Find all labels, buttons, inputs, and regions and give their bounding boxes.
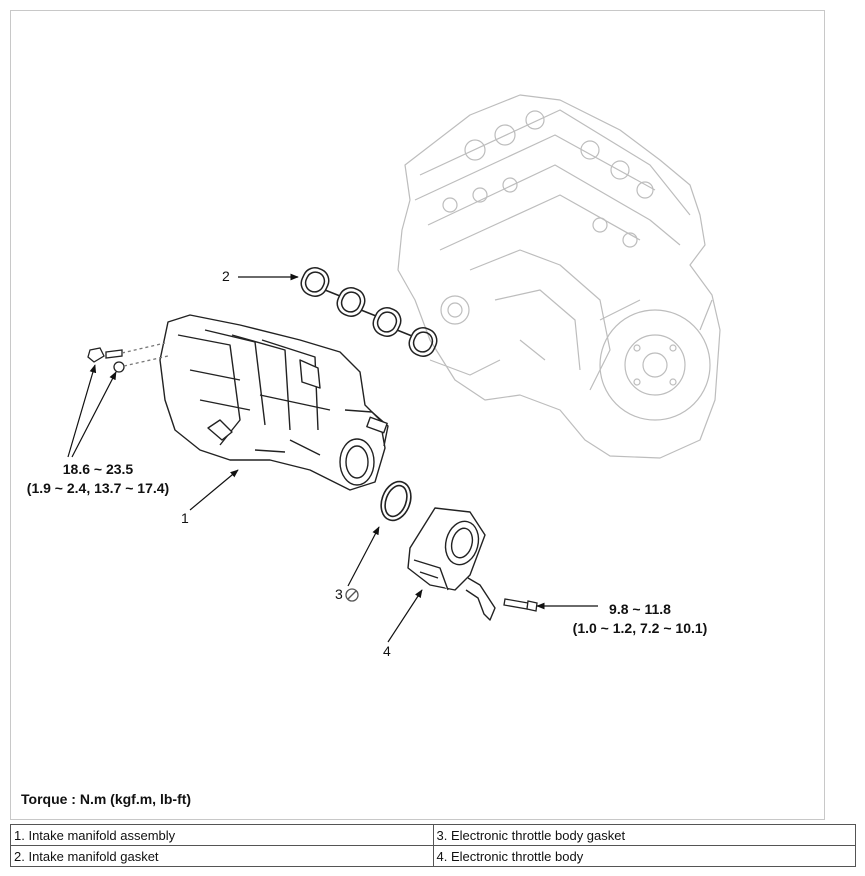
manifold-bolt — [87, 342, 166, 363]
do-not-reuse-icon — [345, 588, 359, 602]
legend-cell: 1. Intake manifold assembly — [10, 824, 434, 846]
callout-1: 1 — [181, 510, 189, 526]
legend-cell: 2. Intake manifold gasket — [10, 845, 434, 867]
parts-legend-table: 1. Intake manifold assembly 3. Electroni… — [10, 824, 856, 867]
torque-spec-manifold-nm: 18.6 ~ 23.5 — [62, 461, 134, 477]
throttle-body-bolt — [503, 598, 538, 612]
intake-manifold-gasket — [300, 267, 438, 357]
manifold-nut — [113, 355, 169, 373]
torque-spec-throttle-nm: 9.8 ~ 11.8 — [609, 601, 671, 617]
electronic-throttle-body — [407, 507, 496, 621]
torque-spec-throttle: 9.8 ~ 11.8 (1.0 ~ 1.2, 7.2 ~ 10.1) — [560, 600, 720, 638]
callout-2: 2 — [222, 268, 230, 284]
callout-4: 4 — [383, 643, 391, 659]
torque-spec-manifold: 18.6 ~ 23.5 (1.9 ~ 2.4, 13.7 ~ 17.4) — [12, 460, 184, 498]
engine-block — [397, 94, 721, 459]
intake-manifold-assembly — [159, 314, 389, 491]
leader-lines — [67, 273, 598, 643]
throttle-body-gasket — [380, 480, 412, 522]
torque-unit-note: Torque : N.m (kgf.m, lb-ft) — [21, 791, 192, 807]
legend-row: 1. Intake manifold assembly 3. Electroni… — [10, 824, 856, 846]
legend-cell: 3. Electronic throttle body gasket — [432, 824, 856, 846]
figure-frame — [10, 10, 825, 820]
torque-spec-manifold-alt: (1.9 ~ 2.4, 13.7 ~ 17.4) — [26, 480, 170, 496]
legend-row: 2. Intake manifold gasket 4. Electronic … — [10, 845, 856, 867]
torque-spec-throttle-alt: (1.0 ~ 1.2, 7.2 ~ 10.1) — [572, 620, 708, 636]
legend-cell: 4. Electronic throttle body — [432, 845, 856, 867]
callout-3: 3 — [335, 586, 343, 602]
